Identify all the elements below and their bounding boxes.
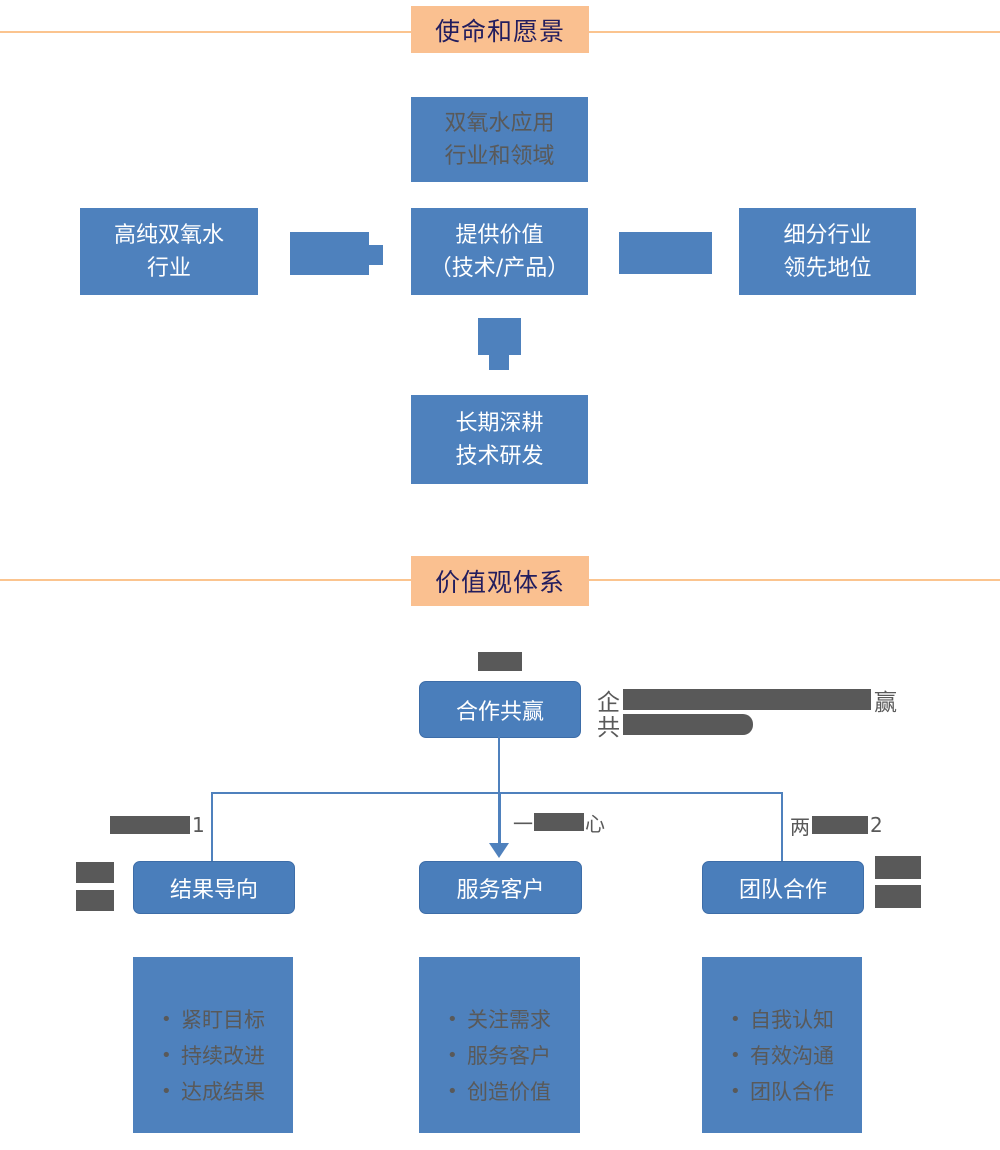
bullet-item: • 创造价值 [447, 1073, 580, 1109]
bullets-result-oriented: • 紧盯目标 • 持续改进 • 达成结果 [133, 957, 293, 1133]
bullet-icon: • [447, 1080, 458, 1102]
obscured-text-bar [110, 816, 190, 834]
desc1-prefix: 企 [597, 689, 620, 716]
box-provide-value-line2: （技术/产品） [429, 255, 570, 281]
box-provide-value: 提供价值 （技术/产品） [411, 208, 588, 295]
branch-label-left-suffix: 1 [192, 813, 205, 837]
right-arrow-2-body [619, 232, 712, 274]
box-application-fields-line1: 双氧水应用 [444, 110, 555, 136]
bullet-text: 达成结果 [181, 1080, 265, 1104]
node-serve-customers: 服务客户 [419, 861, 582, 914]
desc1-suffix: 赢 [874, 689, 897, 716]
box-long-term-rnd-line1: 长期深耕 [455, 410, 544, 436]
obscured-text-bar [76, 862, 114, 883]
bullet-item: • 达成结果 [161, 1073, 293, 1109]
bullet-icon: • [447, 1044, 458, 1066]
connector-root-stem [498, 736, 500, 793]
obscured-text-bar [875, 885, 921, 908]
bullet-item: • 持续改进 [161, 1037, 293, 1073]
desc2-prefix: 共 [597, 714, 620, 741]
node-serve-customers-label: 服务客户 [456, 877, 545, 903]
box-high-purity-industry: 高纯双氧水 行业 [80, 208, 258, 295]
node-teamwork: 团队合作 [702, 861, 864, 914]
box-segment-leadership-line1: 细分行业 [783, 222, 872, 248]
box-provide-value-line1: 提供价值 [455, 222, 544, 248]
box-high-purity-line2: 行业 [146, 255, 191, 281]
root-description-line1: 企 赢 [597, 687, 897, 716]
bullet-icon: • [161, 1044, 172, 1066]
bullets-serve-customers: • 关注需求 • 服务客户 • 创造价值 [419, 957, 580, 1133]
branch-label-center-prefix: 一 [513, 811, 533, 836]
bullet-icon: • [447, 1008, 458, 1030]
box-application-fields-line2: 行业和领域 [444, 143, 555, 169]
root-label-obscured-text [478, 652, 522, 671]
branch-label-center-suffix: 心 [585, 811, 605, 836]
node-result-oriented: 结果导向 [133, 861, 295, 914]
down-arrow-head [489, 355, 509, 370]
obscured-text-bar [812, 816, 868, 834]
node-teamwork-label: 团队合作 [738, 877, 827, 903]
bullet-text: 创造价值 [467, 1080, 551, 1104]
node-win-win-cooperation: 合作共赢 [419, 681, 581, 738]
right-arrow-1-head [369, 245, 383, 265]
bullet-text: 自我认知 [750, 1008, 834, 1032]
bullet-icon: • [161, 1008, 172, 1030]
bullet-text: 有效沟通 [750, 1044, 834, 1068]
box-application-fields: 双氧水应用 行业和领域 [411, 97, 588, 182]
section1-title: 使命和愿景 [434, 16, 565, 46]
root-description-line2: 共 [597, 712, 753, 741]
obscured-text-bar [534, 813, 584, 831]
box-segment-leadership-line2: 领先地位 [783, 255, 872, 281]
bullet-text: 服务客户 [467, 1044, 551, 1068]
connector-left-drop [211, 792, 213, 861]
branch-label-right-prefix: 两 [790, 814, 810, 839]
box-long-term-rnd-line2: 技术研发 [455, 443, 544, 469]
bullet-text: 团队合作 [750, 1080, 834, 1104]
bullet-text: 持续改进 [181, 1044, 265, 1068]
box-long-term-rnd: 长期深耕 技术研发 [411, 395, 588, 484]
connector-center-arrowhead [489, 843, 509, 858]
branch-label-left: 1 [110, 813, 205, 837]
bullet-icon: • [730, 1044, 741, 1066]
bullet-text: 关注需求 [467, 1008, 551, 1032]
bullet-icon: • [730, 1008, 741, 1030]
bullet-item: • 服务客户 [447, 1037, 580, 1073]
connector-horizontal [211, 792, 783, 794]
branch-label-right-suffix: 2 [870, 813, 883, 837]
bullet-item: • 自我认知 [730, 1001, 862, 1037]
obscured-text-bar [478, 652, 522, 671]
node-result-oriented-label: 结果导向 [169, 877, 258, 903]
section2-header-band: 价值观体系 [411, 556, 589, 606]
obscured-text-bar [76, 890, 114, 911]
connector-right-drop [781, 792, 783, 861]
section1-header-band: 使命和愿景 [411, 6, 589, 53]
down-arrow-body [478, 318, 521, 355]
bullet-icon: • [161, 1080, 172, 1102]
obscured-text-bar [875, 856, 921, 879]
box-segment-leadership: 细分行业 领先地位 [739, 208, 916, 295]
bullet-icon: • [730, 1080, 741, 1102]
right-arrow-1-body [290, 232, 369, 275]
obscured-text-bar [623, 714, 753, 735]
bullets-teamwork: • 自我认知 • 有效沟通 • 团队合作 [702, 957, 862, 1133]
branch-label-center: 一 心 [513, 812, 605, 836]
section2-title: 价值观体系 [434, 568, 565, 597]
box-high-purity-line1: 高纯双氧水 [113, 222, 224, 248]
bullet-item: • 紧盯目标 [161, 1001, 293, 1037]
branch-label-right: 两 2 [790, 813, 883, 839]
bullet-item: • 团队合作 [730, 1073, 862, 1109]
node-win-win-label: 合作共赢 [455, 699, 544, 725]
bullet-text: 紧盯目标 [181, 1008, 265, 1032]
bullet-item: • 关注需求 [447, 1001, 580, 1037]
obscured-text-bar [623, 689, 871, 710]
connector-center-drop [498, 792, 501, 844]
bullet-item: • 有效沟通 [730, 1037, 862, 1073]
